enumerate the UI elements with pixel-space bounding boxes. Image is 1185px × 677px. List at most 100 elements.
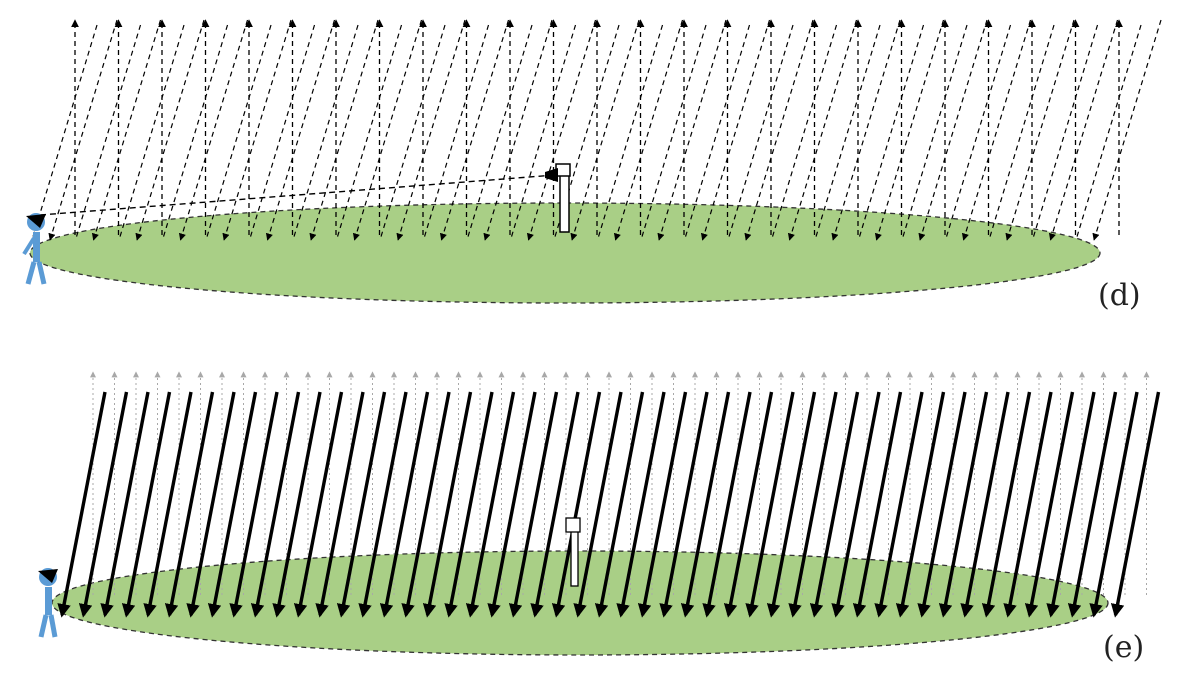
arrow-diagonal-d (961, 19, 1032, 241)
arrow-down-e (164, 391, 215, 618)
arrow-down-e (530, 391, 580, 618)
arrow-diagonal-d (48, 19, 118, 241)
path-diagonal-d (596, 24, 664, 241)
arrow-diagonal-d (483, 19, 553, 241)
arrow-down-e (229, 391, 279, 618)
arrow-down-e (1003, 391, 1053, 618)
arrow-diagonal-d (700, 19, 771, 241)
arrow-down-e (1024, 391, 1075, 618)
arrow-group-e (57, 391, 1161, 618)
path-diagonal-d (814, 24, 881, 241)
arrow-down-e (272, 391, 322, 618)
arrow-down-e (895, 391, 946, 618)
arrow-down-e (616, 391, 666, 618)
panel-d: (d) (22, 19, 1162, 313)
arrow-diagonal-d (613, 19, 684, 241)
arrow-group-d (31, 19, 1162, 241)
path-diagonal-d (640, 24, 707, 241)
arrow-down-e (401, 391, 451, 618)
path-diagonal-d (988, 24, 1055, 241)
arrow-down-e (207, 391, 258, 618)
arrow-down-e (1110, 391, 1161, 618)
arrow-diagonal-d (526, 19, 597, 241)
panel-e: (e) (38, 371, 1161, 665)
person-icon (22, 213, 47, 285)
path-diagonal-d (422, 24, 490, 241)
arrow-down-e (465, 391, 516, 618)
arrow-diagonal-d (787, 19, 858, 241)
arrow-down-e (250, 391, 301, 618)
arrow-diagonal-d (352, 19, 423, 241)
arrow-diagonal-d (744, 19, 814, 241)
arrow-group-e-faint (90, 371, 1150, 595)
path-diagonal-d (466, 24, 533, 241)
arrow-down-e (379, 391, 430, 618)
arrow-down-e (358, 391, 408, 618)
path-diagonal-d (118, 24, 185, 241)
path-diagonal-d (31, 24, 98, 241)
arrow-down-e (121, 391, 172, 618)
link-line-d (39, 174, 556, 216)
panel-label-d: (d) (1098, 278, 1141, 313)
path-diagonal-d (1075, 24, 1142, 241)
path-diagonal-d (1031, 24, 1099, 241)
arrow-down-e (573, 391, 623, 618)
path-diagonal-d (205, 24, 272, 241)
path-diagonal-d (335, 24, 403, 241)
arrow-down-e (422, 391, 473, 618)
arrow-down-e (809, 391, 860, 618)
arrow-diagonal-d (222, 19, 292, 241)
arrow-down-e (659, 391, 709, 618)
sensor-mast-icon (565, 517, 581, 587)
arrow-down-e (981, 391, 1032, 618)
arrow-down-e (852, 391, 903, 618)
arrow-down-e (788, 391, 838, 618)
sensor-mast-icon (555, 163, 571, 233)
path-diagonal-d (683, 24, 751, 241)
arrow-diagonal-d (396, 19, 466, 241)
arrow-down-e (917, 391, 967, 618)
arrow-diagonal-d (1005, 19, 1075, 241)
arrow-down-e (336, 391, 387, 618)
arrow-down-e (680, 391, 731, 618)
arrow-down-e (831, 391, 881, 618)
arrow-down-e (1067, 391, 1118, 618)
arrow-diagonal-d (918, 19, 988, 241)
arrow-diagonal-d (309, 19, 379, 241)
path-diagonal-d (161, 24, 229, 241)
arrow-down-e (143, 391, 193, 618)
arrow-down-e (508, 391, 559, 618)
arrow-down-e (487, 391, 537, 618)
path-diagonal-d (74, 24, 142, 241)
arrow-diagonal-d (1048, 19, 1119, 241)
path-diagonal-d (857, 24, 925, 241)
path-diagonal-d (901, 24, 968, 241)
path-diagonal-d (727, 24, 794, 241)
ground-ellipse-d (29, 202, 1101, 304)
path-diagonal-d (379, 24, 446, 241)
arrow-down-e (723, 391, 774, 618)
arrow-down-e (1046, 391, 1096, 618)
arrow-diagonal-d (439, 19, 510, 241)
path-diagonal-d (553, 24, 620, 241)
path-diagonal-d (292, 24, 359, 241)
arrow-down-e (551, 391, 602, 618)
arrow-diagonal-d (831, 19, 901, 241)
arrow-down-e (57, 391, 107, 618)
arrow-diagonal-d (91, 19, 162, 241)
person-icon (38, 568, 58, 638)
arrow-down-e (960, 391, 1010, 618)
arrow-down-e (766, 391, 817, 618)
arrow-down-e (1089, 391, 1139, 618)
arrow-down-e (702, 391, 752, 618)
arrow-diagonal-d (265, 19, 336, 241)
arrow-diagonal-d (135, 19, 205, 241)
panel-label-e: (e) (1103, 630, 1144, 665)
arrow-down-e (594, 391, 645, 618)
arrow-down-e (444, 391, 494, 618)
path-diagonal-d (770, 24, 838, 241)
arrow-down-e (637, 391, 688, 618)
arrow-diagonal-d (570, 19, 640, 241)
arrow-down-e (186, 391, 236, 618)
